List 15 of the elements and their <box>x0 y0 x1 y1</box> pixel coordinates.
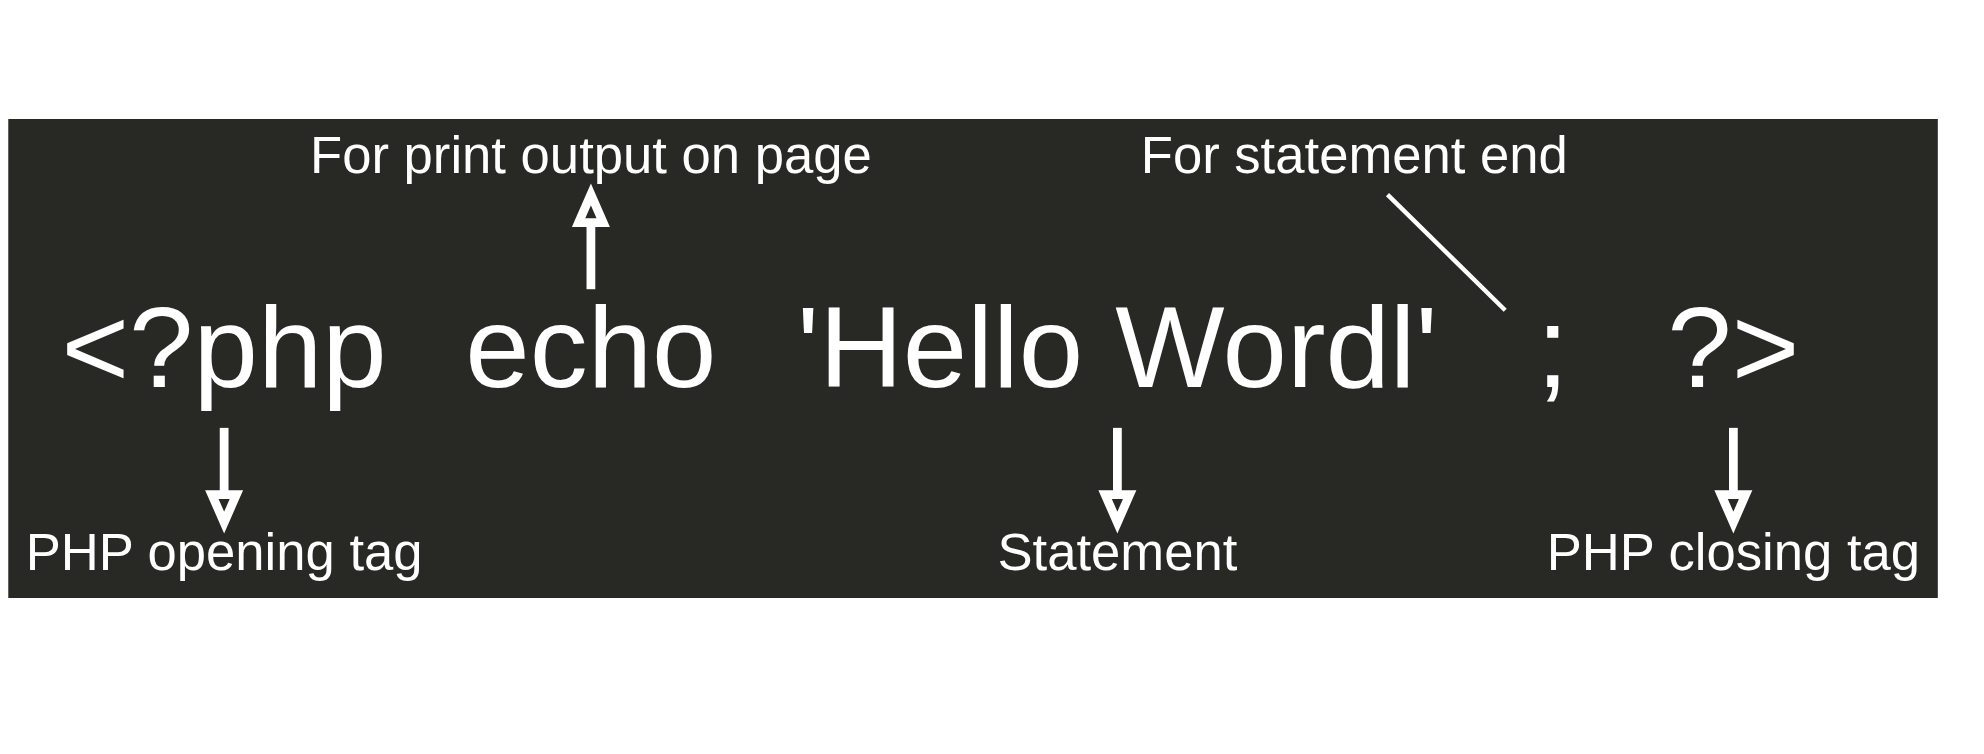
node-text: PHP closing tag <box>1546 521 1921 581</box>
node-text: ?> <box>1667 281 1800 412</box>
node-text: Statement <box>997 521 1238 581</box>
connector <box>1385 192 1507 312</box>
node-text: 'Hello Wordl' <box>797 281 1438 412</box>
node-text: PHP opening tag <box>25 521 423 581</box>
arrow <box>571 183 610 289</box>
node-text: ; <box>1536 281 1569 412</box>
node-text: echo <box>465 281 717 412</box>
node-text: For print output on page <box>310 124 872 184</box>
arrow <box>1714 427 1753 534</box>
node-text: For statement end <box>1140 124 1568 184</box>
arrow <box>205 427 244 534</box>
arrow <box>1098 427 1137 534</box>
node-text: <?php <box>61 281 387 412</box>
